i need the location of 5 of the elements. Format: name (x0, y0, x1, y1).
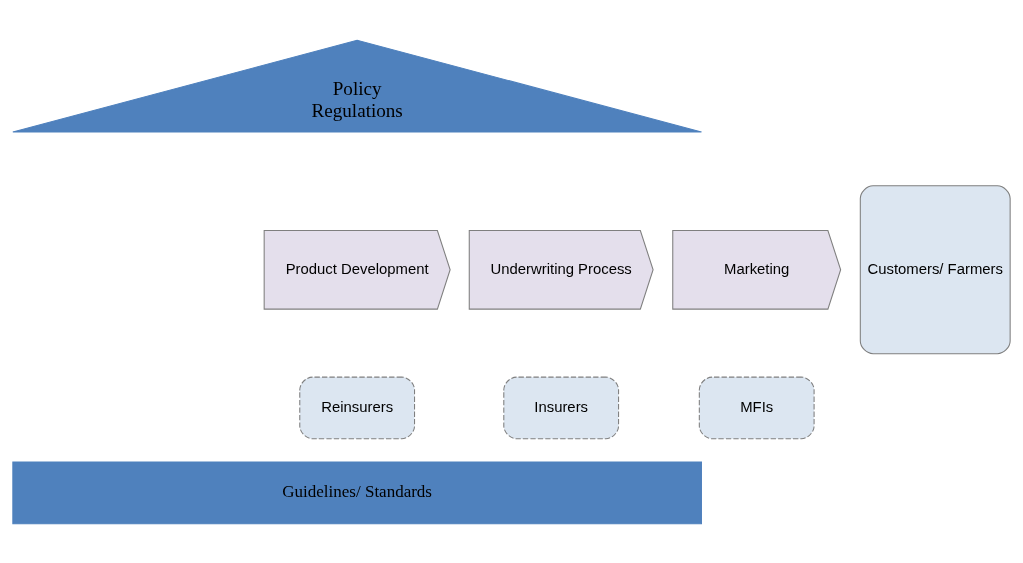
node-box: Insurers (503, 376, 620, 439)
node-box: Guidelines/ Standards (12, 461, 702, 524)
node-box: MFIs (698, 376, 815, 439)
node-box: Reinsurers (299, 376, 416, 439)
node-box: Customers/ Farmers (859, 184, 1011, 354)
